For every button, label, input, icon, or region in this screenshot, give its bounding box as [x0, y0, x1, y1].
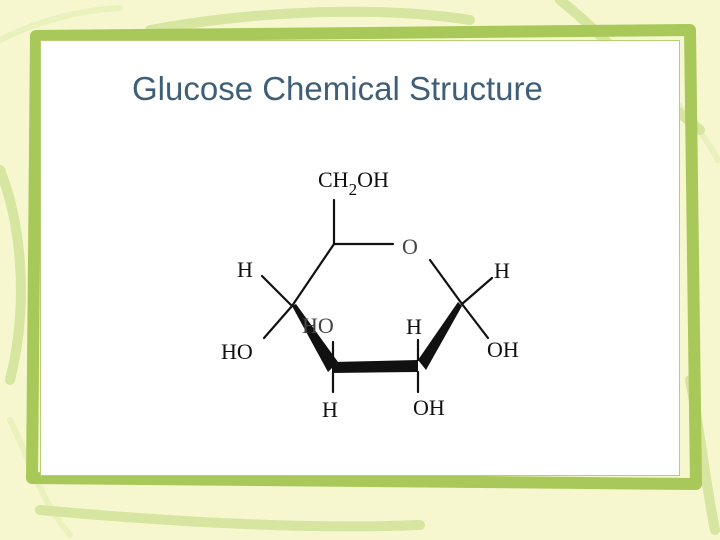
label-c5-h: H — [237, 257, 253, 282]
bond-c2-c1-wedge — [418, 302, 462, 370]
content-panel — [40, 40, 680, 476]
bond-c1-oh — [460, 302, 490, 340]
label-ring-oxygen: O — [402, 234, 418, 259]
bond-c5-h — [260, 274, 294, 308]
label-c3-h-inner: H — [406, 314, 422, 339]
label-ch2oh: CH2OH — [318, 167, 389, 199]
label-c4-oh: HO — [221, 339, 253, 364]
label-c2-oh: OH — [413, 395, 445, 420]
bond-c5-c4 — [290, 242, 336, 308]
label-c1-oh: OH — [487, 337, 519, 362]
bond-c3-c2-bold — [332, 360, 418, 373]
slide-title: Glucose Chemical Structure — [132, 70, 543, 107]
label-c1-h: H — [494, 258, 510, 283]
bond-c1-h — [460, 276, 494, 306]
bond-c4-oh — [262, 304, 294, 340]
label-c4-ho-ring: HO — [302, 313, 334, 338]
label-c3-h: H — [322, 397, 338, 422]
bond-ring-oxygen-c1 — [428, 258, 464, 306]
bond-c4-c3-wedge — [292, 304, 338, 372]
